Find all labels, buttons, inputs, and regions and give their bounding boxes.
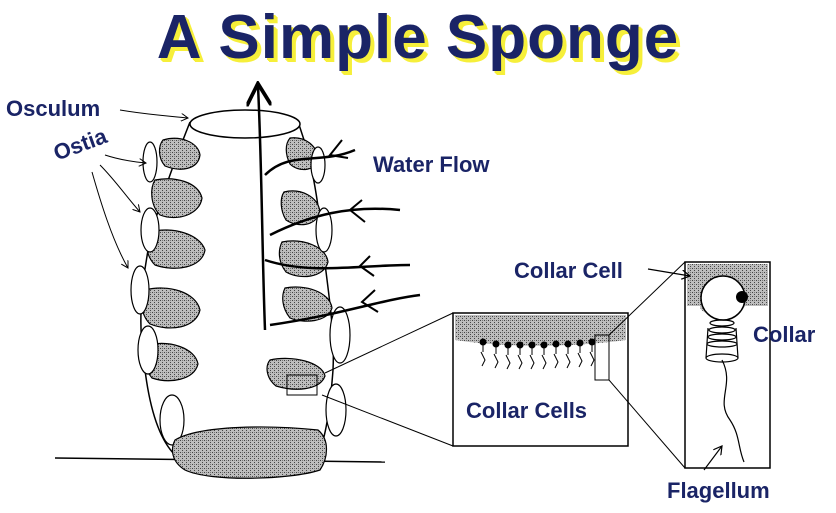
label-collar-cells: Collar Cells bbox=[466, 398, 588, 423]
zoom-lines-2 bbox=[608, 261, 686, 469]
flagellum-strand bbox=[721, 359, 745, 463]
label-water-flow: Water Flow bbox=[373, 152, 490, 177]
page-title: A Simple Sponge bbox=[156, 3, 680, 72]
collar-rings bbox=[705, 319, 739, 363]
inset-leaders bbox=[647, 268, 722, 471]
collar-cells-inset bbox=[452, 312, 629, 447]
label-flagellum: Flagellum bbox=[667, 478, 770, 503]
sponge-base bbox=[171, 426, 328, 479]
cell-nucleus bbox=[736, 291, 748, 303]
label-osculum: Osculum bbox=[6, 96, 101, 121]
left-chambers bbox=[141, 137, 206, 382]
water-flow-arrows bbox=[258, 86, 421, 331]
zoom-region-box-2 bbox=[594, 334, 610, 381]
zoom-lines-1 bbox=[321, 312, 454, 447]
label-collar: Collar bbox=[753, 322, 816, 347]
osculum-opening bbox=[189, 109, 301, 139]
leader-lines bbox=[91, 109, 188, 268]
label-collar-cell: Collar Cell bbox=[514, 258, 623, 283]
right-ostia bbox=[310, 146, 351, 437]
left-ostia bbox=[130, 141, 185, 446]
collar-cell-inset bbox=[684, 261, 771, 469]
zoom-region-box bbox=[286, 374, 318, 396]
small-collar-cells bbox=[479, 338, 596, 370]
water-flow-arrowheads bbox=[328, 139, 379, 313]
